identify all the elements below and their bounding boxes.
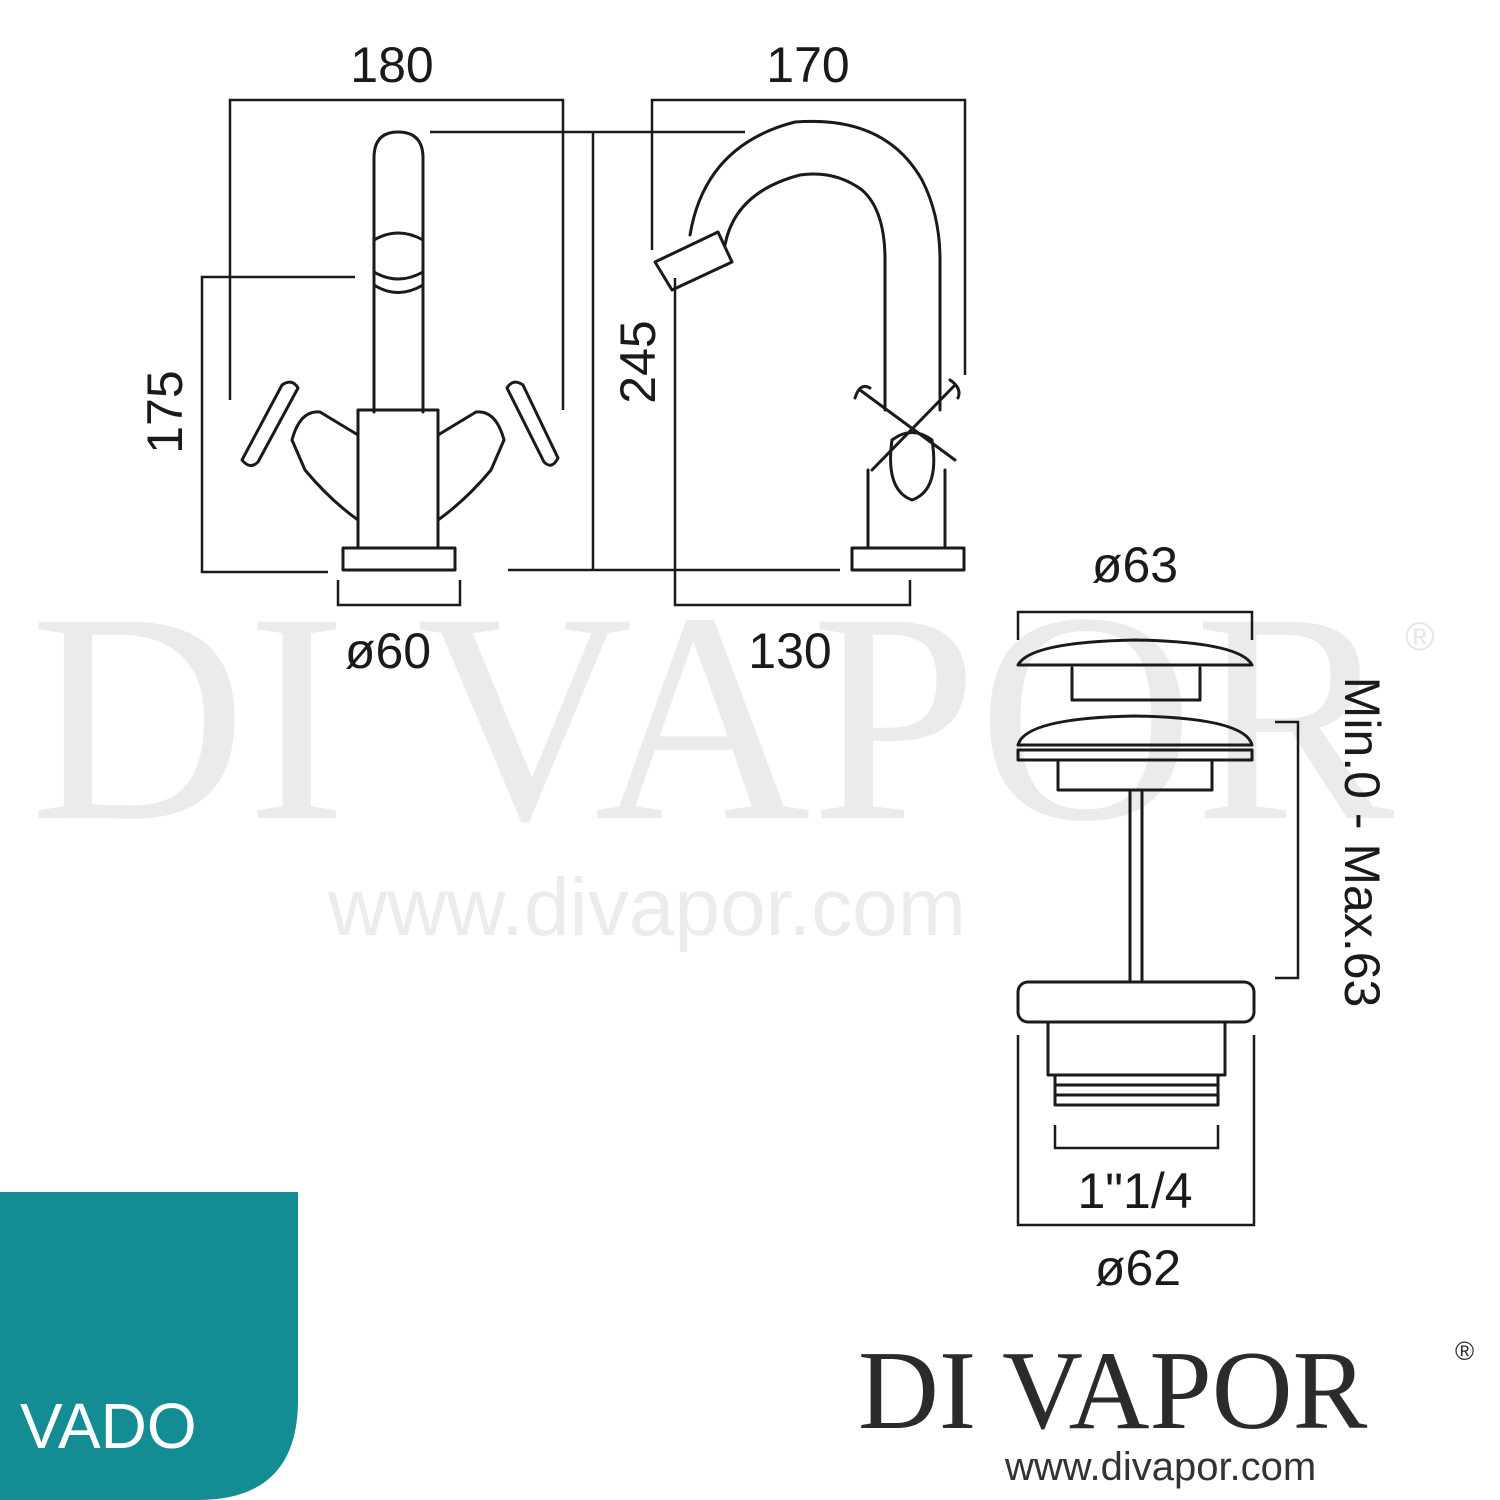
side-handle-hub xyxy=(889,431,936,502)
waste-rod xyxy=(1128,788,1144,982)
vado-logo: VADO xyxy=(0,1192,298,1500)
side-base xyxy=(850,546,966,572)
mixer-right-lever xyxy=(505,380,560,467)
watermark-registered: ® xyxy=(1405,615,1434,659)
dimension-line-60 xyxy=(336,580,462,607)
divapor-url: www.divapor.com xyxy=(1004,1445,1316,1489)
dimension-175: 175 xyxy=(137,370,193,453)
side-cross-handle xyxy=(853,378,961,472)
popup-waste: ø63 Min.0 - Max.63 1"1/4 ø62 xyxy=(1016,537,1390,1296)
dimension-180: 180 xyxy=(350,37,433,93)
waste-thread xyxy=(1053,1073,1220,1107)
dimension-line-175 xyxy=(200,275,355,574)
mixer-body xyxy=(356,408,440,550)
waste-neck xyxy=(1070,666,1202,702)
dimension-dia-62: ø62 xyxy=(1095,1240,1181,1296)
dimension-245: 245 xyxy=(610,320,666,403)
side-spout xyxy=(688,119,942,412)
divapor-logo: DI VAPOR ® www.divapor.com xyxy=(858,1329,1474,1489)
dimension-dia-60: ø60 xyxy=(345,623,431,679)
dimension-line-63 xyxy=(1016,610,1254,640)
mixer-front-view: 180 175 ø60 xyxy=(137,37,565,679)
side-spout-tip xyxy=(653,230,734,292)
dimension-line-thread xyxy=(1053,1125,1220,1150)
dimension-line-130 xyxy=(673,278,912,607)
watermark-url: www.divapor.com xyxy=(327,862,966,953)
waste-housing xyxy=(1016,980,1256,1024)
mixer-left-handle xyxy=(290,410,360,522)
waste-tail xyxy=(1046,1020,1227,1077)
dimension-line-180 xyxy=(228,98,565,410)
vado-logo-text: VADO xyxy=(20,1390,197,1462)
dimension-range: Min.0 - Max.63 xyxy=(1334,677,1390,1008)
mixer-right-handle xyxy=(436,410,506,522)
mixer-aerator xyxy=(372,231,425,294)
dimension-line-range xyxy=(1275,720,1300,980)
dimension-thread: 1"1/4 xyxy=(1077,1163,1192,1219)
dimension-130: 130 xyxy=(748,623,831,679)
vado-logo-shape xyxy=(0,1192,298,1500)
divapor-registered: ® xyxy=(1455,1336,1474,1366)
mixer-spout xyxy=(372,130,425,414)
divapor-brand: DI VAPOR xyxy=(858,1329,1368,1453)
mixer-side-view: 170 130 xyxy=(650,37,967,679)
mixer-base xyxy=(341,546,457,572)
dimension-line-62 xyxy=(1016,1035,1256,1227)
waste-flange xyxy=(1016,714,1254,762)
dimension-170: 170 xyxy=(766,37,849,93)
mixer-left-lever xyxy=(240,380,300,467)
watermark-brand: DI VAPOR xyxy=(30,551,1396,883)
dimension-line-170 xyxy=(650,98,967,375)
waste-cap xyxy=(1016,638,1254,667)
waste-body xyxy=(1056,758,1214,792)
side-body xyxy=(866,468,947,550)
dimension-dia-63: ø63 xyxy=(1092,537,1178,593)
